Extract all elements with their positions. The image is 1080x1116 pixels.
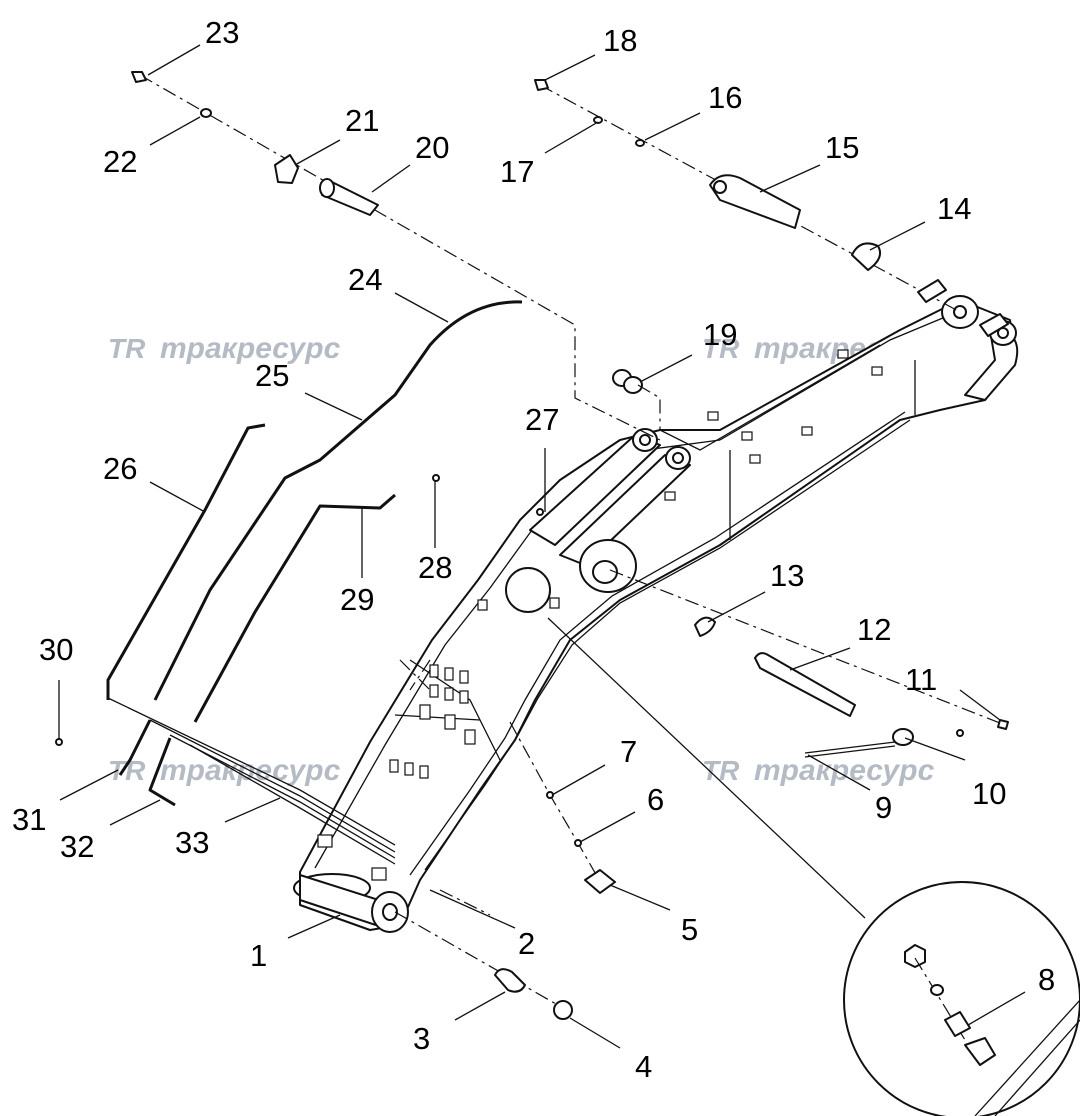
callout-29: 29 [340, 582, 374, 617]
callout-28: 28 [418, 550, 452, 585]
callout-33: 33 [175, 825, 209, 860]
callout-17: 17 [500, 154, 534, 189]
callout-24: 24 [348, 262, 382, 297]
dash-lines-misc [399, 659, 491, 916]
callout-22: 22 [103, 144, 137, 179]
watermark-1: TR тракресурс [108, 332, 341, 365]
callout-13: 13 [770, 558, 804, 593]
callout-26: 26 [103, 451, 137, 486]
callout-14: 14 [937, 191, 971, 226]
callout-1: 1 [250, 938, 267, 973]
pin-assembly-15 [534, 79, 1009, 337]
callout-9: 9 [875, 790, 892, 825]
watermark-text: тракресурс [160, 332, 341, 365]
boom [293, 295, 1019, 933]
callout-21: 21 [345, 103, 379, 138]
callout-18: 18 [603, 23, 637, 58]
watermark-logo: TR [108, 333, 146, 364]
callout-20: 20 [415, 130, 449, 165]
hoses [55, 300, 544, 865]
watermark-logo: TR [108, 755, 146, 786]
callout-12: 12 [857, 612, 891, 647]
callout-27: 27 [525, 402, 559, 437]
pin-assembly-12 [609, 569, 1009, 758]
callouts: 1 2 3 4 5 6 7 8 9 10 11 12 13 14 15 16 1… [12, 15, 1055, 1084]
callout-19: 19 [703, 317, 737, 352]
callout-3: 3 [413, 1021, 430, 1056]
callout-23: 23 [205, 15, 239, 50]
leader-lines [58, 44, 1026, 1049]
callout-11: 11 [905, 662, 937, 697]
watermark-text: тракресурс [754, 754, 935, 787]
callout-2: 2 [518, 926, 535, 961]
callout-7: 7 [620, 734, 637, 769]
ring-assembly-19 [612, 369, 661, 430]
watermark-4: TR тракресурс [702, 754, 935, 787]
watermark-3: TR тракресурс [108, 754, 341, 787]
callout-30: 30 [39, 632, 73, 667]
callout-5: 5 [681, 912, 698, 947]
callout-25: 25 [255, 358, 289, 393]
callout-4: 4 [635, 1049, 652, 1084]
callout-8: 8 [1038, 962, 1055, 997]
callout-15: 15 [825, 130, 859, 165]
detail-view-8 [547, 617, 1080, 1116]
clamp-assembly-5 [509, 721, 616, 894]
callout-10: 10 [972, 776, 1006, 811]
callout-31: 31 [12, 802, 46, 837]
watermark-logo: TR [702, 333, 740, 364]
callout-16: 16 [708, 80, 742, 115]
pin-assembly-20 [131, 71, 661, 441]
callout-32: 32 [60, 829, 94, 864]
callout-6: 6 [647, 782, 664, 817]
bushing-assembly-3 [394, 911, 573, 1020]
